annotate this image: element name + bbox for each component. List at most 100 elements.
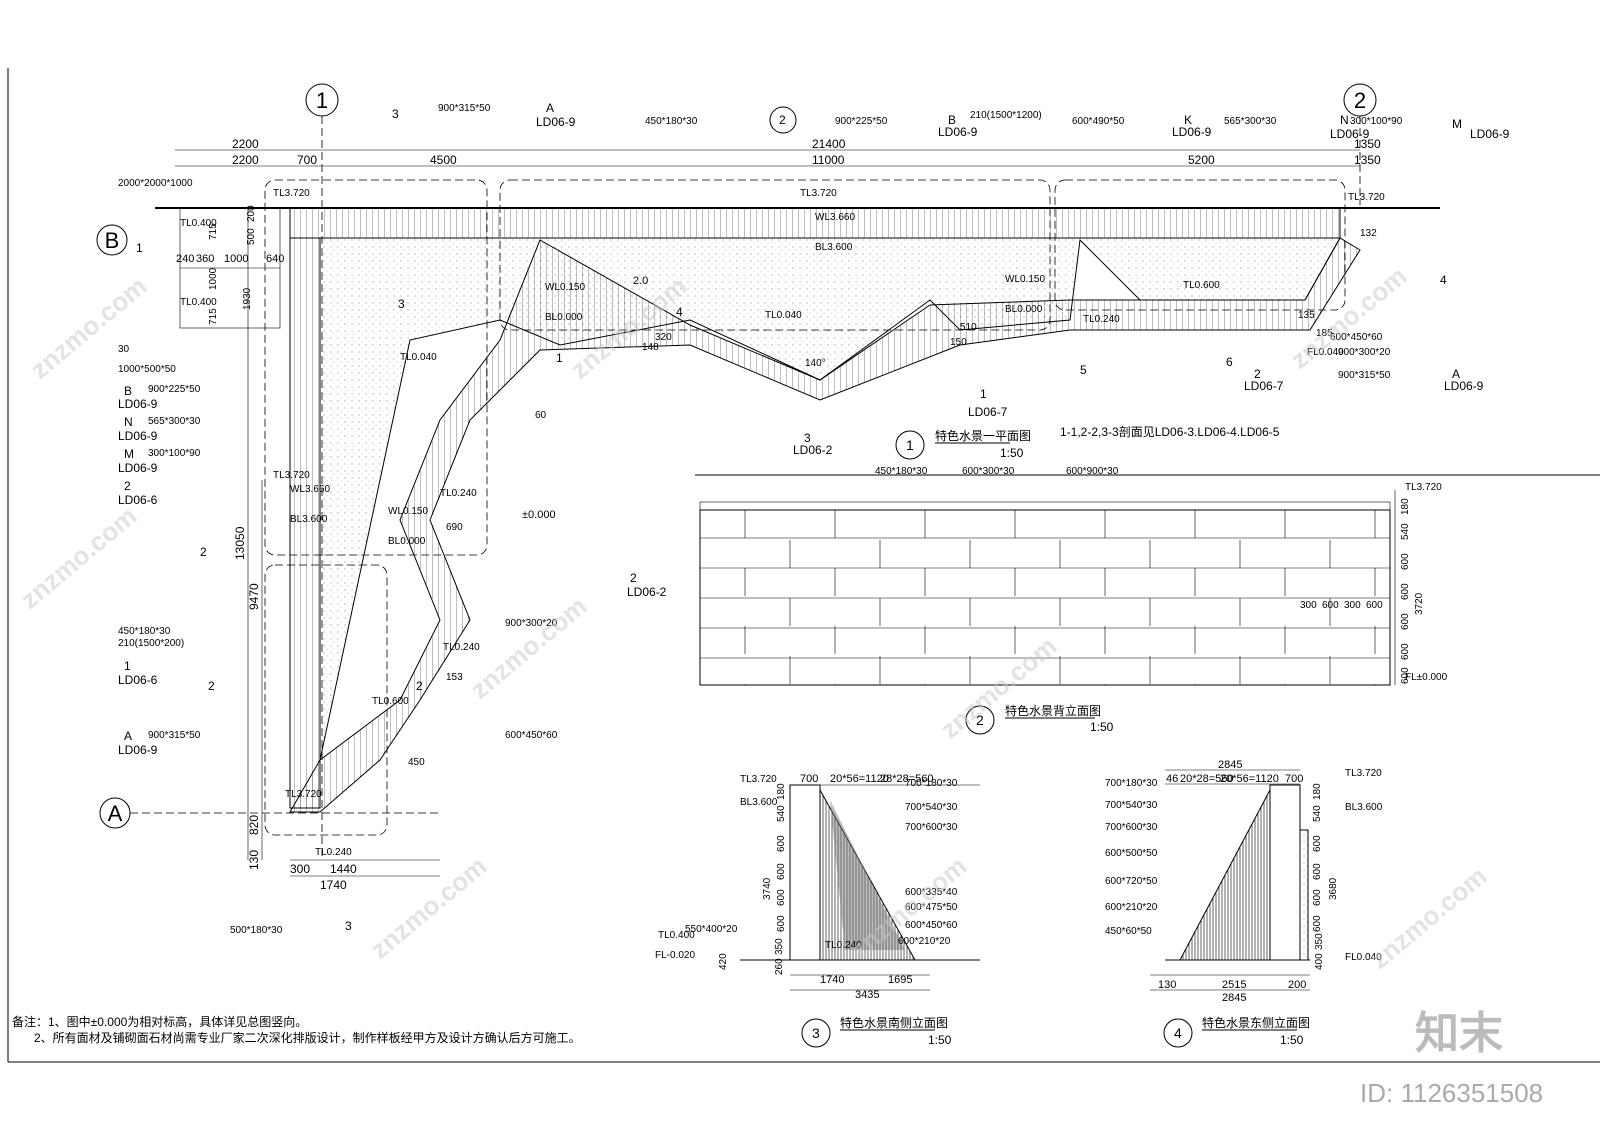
- level-bl3600-b: BL3.600: [290, 514, 328, 525]
- level-tl0400-b: TL0.400: [180, 297, 217, 308]
- watermark-7: znzmo.com: [365, 851, 493, 965]
- level-wl0150-c: WL0.150: [388, 506, 428, 517]
- callout-30: 30: [118, 344, 130, 355]
- ref-2-left: 2: [200, 545, 207, 559]
- ref-ld069-top4: LD06-9: [1330, 127, 1370, 141]
- elev3-row-600c: 600: [776, 889, 787, 906]
- elev3-title-num: 3: [812, 1025, 820, 1041]
- elev4-row-540: 540: [1312, 805, 1323, 822]
- ref-ld066-a: LD06-6: [118, 493, 158, 507]
- elev2-joints: [744, 510, 1376, 685]
- elev3-bottom-1695: 1695: [888, 974, 912, 986]
- callout-210: 210(1500*200): [118, 638, 184, 649]
- callout-r2: 900*300*20: [1338, 347, 1391, 358]
- elev2-fl: FL±0.000: [1405, 672, 1448, 683]
- level-tl0240-a: TL0.240: [1083, 314, 1120, 325]
- elev3-left-3740: 3740: [762, 877, 773, 900]
- elev3-row-540: 540: [776, 805, 787, 822]
- dim-top-1350a: 1350: [1354, 137, 1381, 151]
- elev2-label-c: 600*900*30: [1066, 466, 1119, 477]
- elev3-top-b: 20*56=1120: [830, 773, 889, 785]
- elev4-right-400: 400: [1314, 953, 1325, 970]
- south-elevation: 700 20*56=1120 28*28=560 TL3.720 BL3.600…: [655, 773, 980, 1048]
- ref-ld069-top3: LD06-9: [1172, 125, 1212, 139]
- elev2-row-600b: 600: [1400, 583, 1411, 600]
- callout-450: 450*180*30: [118, 626, 171, 637]
- elev2-row-600d: 600: [1400, 643, 1411, 660]
- callout-top-7: 300*100*90: [1350, 116, 1403, 127]
- level-tl0600-b: TL0.600: [372, 696, 409, 707]
- plan-view: 1 2 B A 2200 2200 700 4500 21400 11000 5…: [96, 83, 1510, 936]
- elev2-inner-600a: 600: [1322, 600, 1339, 611]
- elev3-bottom-3435: 3435: [855, 989, 879, 1001]
- ref-3-plan: 3: [345, 919, 352, 933]
- ref-B-top: B: [948, 113, 956, 127]
- level-tl0040-b: TL0.040: [765, 310, 802, 321]
- elev2-inner-300b: 300: [1344, 600, 1361, 611]
- elev4-right-350: 350: [1314, 933, 1325, 950]
- elev2-title: 特色水景背立面图: [1005, 703, 1101, 718]
- elev3-fl: FL-0.020: [655, 950, 695, 961]
- elev4-top-560: 20*28=560: [1180, 773, 1234, 785]
- elev3-bottom-1740: 1740: [820, 974, 844, 986]
- seg-148: 148: [642, 342, 659, 353]
- callout-300: 300*100*90: [148, 448, 201, 459]
- elev4-bottom-130: 130: [1158, 979, 1176, 991]
- elev3-tl: TL3.720: [740, 774, 777, 785]
- callout-600a: 600*450*60: [505, 730, 558, 741]
- callout-2000: 2000*2000*1000: [118, 178, 193, 189]
- callout-900b: 900*315*50: [148, 730, 201, 741]
- elev3-bl: BL3.600: [740, 797, 778, 808]
- callout-top-5: 600*490*50: [1072, 116, 1125, 127]
- seg-150: 150: [950, 337, 967, 348]
- elev3-row-600b: 600: [776, 863, 787, 880]
- elev4-label-5: 600*210*20: [1105, 902, 1158, 913]
- level-tl0240-c: TL0.240: [443, 642, 480, 653]
- stepped-edge: [289, 237, 1361, 813]
- elev4-wedge: [1179, 789, 1271, 961]
- section-5: 5: [1080, 363, 1087, 377]
- dim-left-13050: 13050: [233, 526, 247, 560]
- ref-N: N: [124, 415, 133, 429]
- elev3-top-a: 700: [800, 773, 818, 785]
- seg-450: 450: [408, 757, 425, 768]
- level-bl3600-a: BL3.600: [815, 242, 853, 253]
- elev4-bottom-2845: 2845: [1222, 992, 1246, 1004]
- elev3-left-350: 350: [774, 938, 785, 955]
- dim-left-1000: 1000: [208, 267, 219, 290]
- ref-2-mid: 2: [630, 571, 637, 585]
- note-1: 备注：1、图中±0.000为相对标高，具体详见总图竖向。: [12, 1014, 307, 1029]
- dim-top-5200: 5200: [1188, 153, 1215, 167]
- elev4-title: 特色水景东侧立面图: [1202, 1015, 1310, 1030]
- plan-title: 特色水景一平面图: [935, 428, 1031, 443]
- section-4-east: 4: [1440, 273, 1447, 287]
- grid-label-B: B: [105, 228, 120, 253]
- elev4-pier: [1269, 784, 1301, 961]
- elev4-plinth: [1299, 829, 1309, 961]
- section-2-b: 2: [416, 679, 423, 693]
- dim-bottom-300: 300: [290, 862, 310, 876]
- ref-ld069-top1: LD06-9: [536, 115, 576, 129]
- level-bl0000-b: BL0.000: [1005, 304, 1043, 315]
- plan-title-num: 1: [906, 437, 914, 453]
- grid-bubble-B: [96, 224, 128, 256]
- elev4-row-600a: 600: [1312, 835, 1323, 852]
- elev3-label-6: 600*210*20: [898, 936, 951, 947]
- zone-box-3: [499, 179, 1051, 331]
- seg-510: 510: [960, 322, 977, 333]
- dim-left-9470: 9470: [247, 583, 261, 610]
- elev3-label-1: 700*540*30: [905, 802, 958, 813]
- level-wl0150-a: WL0.150: [545, 282, 585, 293]
- callout-top-4: 210(1500*1200): [970, 110, 1042, 121]
- level-tl0240-b: TL0.240: [440, 488, 477, 499]
- sections-note: 1-1,2-2,3-3剖面见LD06-3.LD06-4.LD06-5: [1060, 425, 1280, 439]
- dim-left-200: 200: [246, 205, 257, 222]
- section-3-top: 3: [392, 107, 399, 121]
- ref-3-bot: 3: [804, 431, 811, 445]
- dim-top-2200a: 2200: [232, 137, 259, 151]
- section-6: 6: [1226, 355, 1233, 369]
- elev3-pier: [789, 784, 821, 961]
- dim-left-500: 500: [246, 228, 257, 245]
- ref-B: B: [124, 384, 132, 398]
- elev2-row-600c: 600: [1400, 613, 1411, 630]
